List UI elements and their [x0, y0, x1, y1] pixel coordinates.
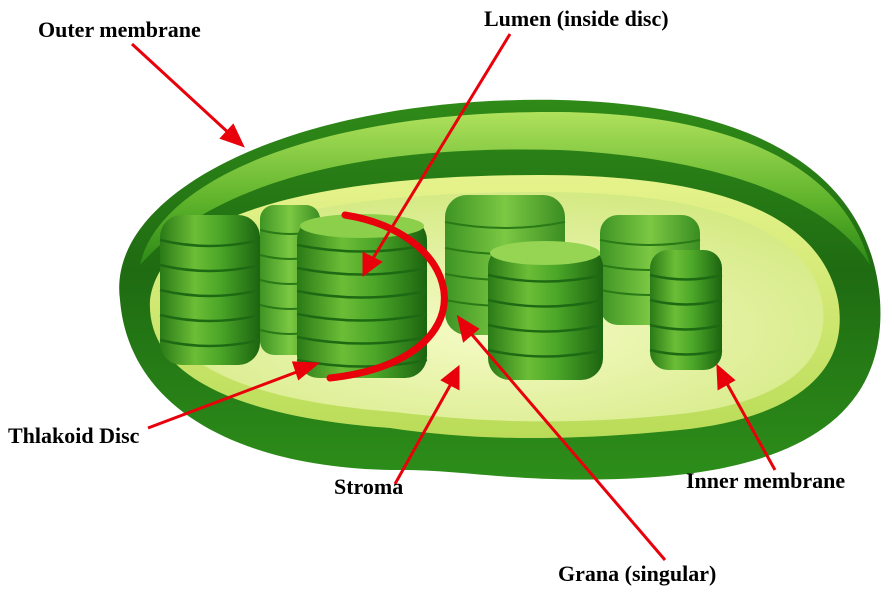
- label-inner-membrane: Inner membrane: [686, 470, 845, 492]
- granum-center: [488, 241, 603, 380]
- arrow-outer-membrane: [132, 44, 242, 145]
- label-lumen: Lumen (inside disc): [484, 8, 669, 30]
- granum-right: [650, 250, 722, 370]
- label-thylakoid-disc: Thlakoid Disc: [8, 425, 139, 447]
- label-grana: Grana (singular): [558, 563, 716, 585]
- granum-left: [160, 215, 260, 365]
- label-stroma: Stroma: [334, 476, 403, 498]
- label-outer-membrane: Outer membrane: [38, 19, 201, 41]
